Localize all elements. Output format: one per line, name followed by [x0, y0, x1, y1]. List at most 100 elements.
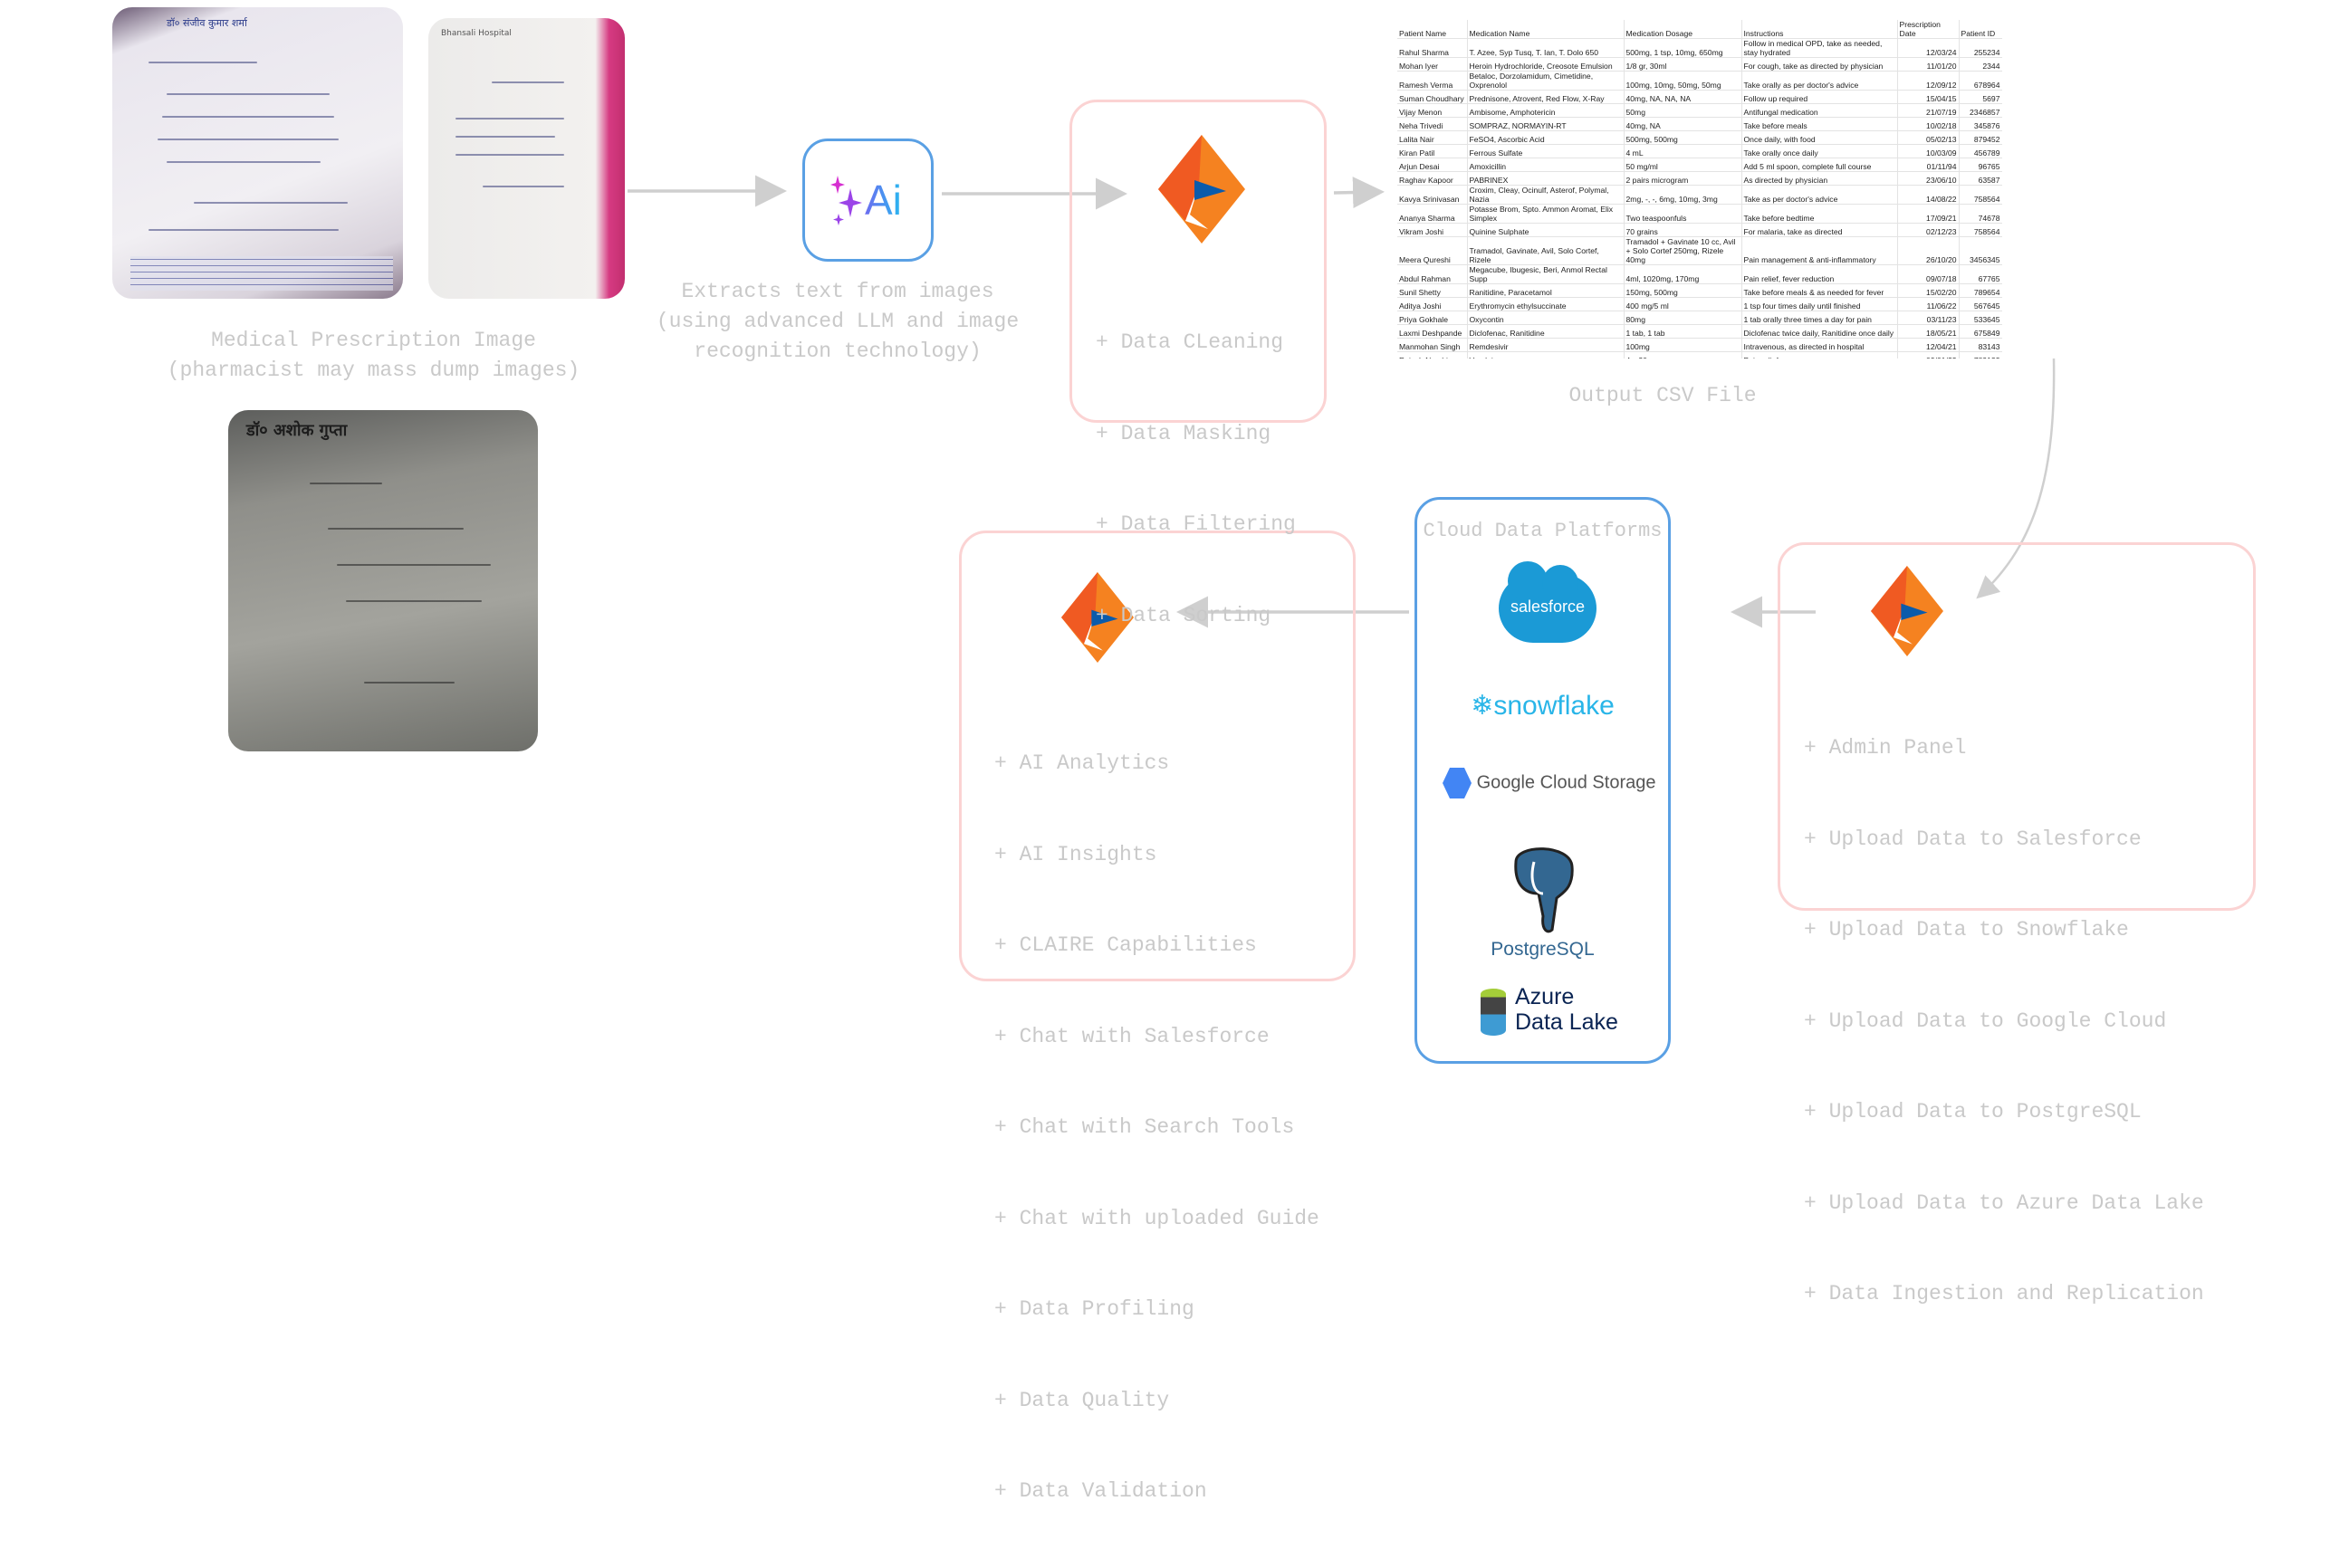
- csv-cell: 02/12/23: [1897, 223, 1960, 237]
- csv-cell: For malaria, take as directed: [1741, 223, 1898, 237]
- csv-cell: Ferrous Sulfate: [1467, 144, 1625, 158]
- csv-cell: Quinine Sulphate: [1467, 223, 1625, 237]
- analytics-item: + Chat with Search Tools: [994, 1115, 1295, 1139]
- csv-cell: Pain relief: [1741, 351, 1898, 359]
- csv-output-table: Patient Name Medication Name Medication …: [1397, 20, 2002, 359]
- csv-cell: 3456345: [1959, 236, 2002, 265]
- csv-cell: 18/05/21: [1897, 324, 1960, 339]
- postgresql-logo: PostgreSQL: [1417, 844, 1668, 961]
- csv-cell: 80mg: [1624, 311, 1742, 325]
- upload-list: + Admin Panel + Upload Data to Salesforc…: [1804, 673, 2204, 1371]
- analytics-list: + AI Analytics + AI Insights + CLAIRE Ca…: [994, 688, 1319, 1568]
- csv-cell: 12/03/24: [1897, 38, 1960, 58]
- arrow-processing-to-csv: [1333, 177, 1385, 209]
- csv-cell: 1 tab orally three times a day for pain: [1741, 311, 1898, 325]
- csv-cell: 15/04/15: [1897, 90, 1960, 104]
- csv-header: Medication Name: [1467, 20, 1625, 39]
- csv-cell: 2346857: [1959, 103, 2002, 118]
- csv-cell: 2 pairs microgram: [1624, 171, 1742, 186]
- informatica-logo-icon: [1158, 135, 1245, 244]
- csv-cell: Prednisone, Atrovent, Red Flow, X-Ray: [1467, 90, 1625, 104]
- csv-cell: 23/06/10: [1897, 171, 1960, 186]
- csv-cell: T. Azee, Syp Tusq, T. Ian, T. Dolo 650: [1467, 38, 1625, 58]
- csv-cell: 01/11/94: [1897, 158, 1960, 172]
- csv-header: Patient ID: [1959, 20, 2002, 39]
- processing-item: + Data Masking: [1096, 421, 1271, 445]
- prescription-photo-2: Bhansali Hospital: [428, 18, 625, 299]
- csv-cell: Follow up required: [1741, 90, 1898, 104]
- csv-cell: Lalita Nair: [1397, 130, 1468, 145]
- informatica-logo-icon: [1061, 572, 1134, 663]
- csv-cell: 5697: [1959, 90, 2002, 104]
- csv-cell: Oxycontin: [1467, 311, 1625, 325]
- azure-data-lake-logo: Azure Data Lake: [1481, 984, 1644, 1038]
- csv-cell: 4ml, 1020mg, 170mg: [1624, 264, 1742, 284]
- csv-cell: 500mg, 1 tsp, 10mg, 650mg: [1624, 38, 1742, 58]
- data-lake-icon: [1481, 989, 1506, 1036]
- prescription-images-caption: Medical Prescription Image (pharmacist m…: [167, 329, 580, 382]
- photo-header-text: Bhansali Hospital: [441, 29, 512, 38]
- arrow-csv-to-upload: [1976, 358, 2056, 599]
- csv-cell: Take as per doctor's advice: [1741, 185, 1898, 205]
- salesforce-logo: salesforce: [1499, 561, 1596, 643]
- csv-caption: Output CSV File: [1568, 384, 1757, 407]
- csv-cell: 2344: [1959, 57, 2002, 72]
- csv-cell: Tramadol, Gavinate, Avil, Solo Cortef, R…: [1467, 236, 1625, 265]
- csv-cell: 11/06/22: [1897, 297, 1960, 311]
- csv-cell: 09/01/23: [1897, 351, 1960, 359]
- csv-cell: Megacube, Ibugesic, Beri, Anmol Rectal S…: [1467, 264, 1625, 284]
- analytics-item: + Chat with uploaded Guide: [994, 1206, 1319, 1230]
- csv-cell: Voralgin: [1467, 351, 1625, 359]
- csv-cell: 15/02/20: [1897, 283, 1960, 298]
- csv-cell: 789123: [1959, 351, 2002, 359]
- informatica-logo-icon: [1871, 566, 1943, 656]
- csv-cell: 10/03/09: [1897, 144, 1960, 158]
- csv-cell: Meera Qureshi: [1397, 236, 1468, 265]
- csv-cell: Diclofenac twice daily, Ranitidine once …: [1741, 324, 1898, 339]
- upload-item: + Data Ingestion and Replication: [1804, 1282, 2204, 1305]
- csv-cell: 879452: [1959, 130, 2002, 145]
- csv-cell: 4 mL: [1624, 144, 1742, 158]
- csv-cell: 50mg: [1624, 103, 1742, 118]
- processing-item: + Data Sorting: [1096, 603, 1271, 627]
- csv-cell: 21/07/19: [1897, 103, 1960, 118]
- cloud-platforms-box: Cloud Data Platforms salesforce ❄snowfla…: [1414, 497, 1671, 1064]
- csv-cell: 96765: [1959, 158, 2002, 172]
- csv-cell: For cough, take as directed by physician: [1741, 57, 1898, 72]
- ai-extraction-node: Ai: [802, 139, 934, 262]
- upload-item: + Upload Data to Snowflake: [1804, 918, 2129, 942]
- elephant-icon: [1513, 847, 1574, 933]
- csv-cell: Neha Trivedi: [1397, 117, 1468, 131]
- csv-cell: 40mg, NA, NA, NA: [1624, 90, 1742, 104]
- csv-cell: Once daily, with food: [1741, 130, 1898, 145]
- csv-cell: 70 grains: [1624, 223, 1742, 237]
- csv-cell: Heroin Hydrochloride, Creosote Emulsion: [1467, 57, 1625, 72]
- analytics-item: + Data Validation: [994, 1479, 1207, 1503]
- analytics-item: + AI Insights: [994, 842, 1157, 866]
- csv-header: Prescription Date: [1897, 20, 1960, 39]
- ai-step-caption: Extracts text from images (using advance…: [656, 280, 1020, 363]
- csv-cell: 03/11/23: [1897, 311, 1960, 325]
- upload-item: + Upload Data to Google Cloud: [1804, 1009, 2167, 1033]
- csv-cell: Take orally as per doctor's advice: [1741, 71, 1898, 91]
- csv-row: Rajesh NambiarVoralgin4 x 20mgPain relie…: [1397, 351, 2002, 359]
- csv-header: Instructions: [1741, 20, 1898, 39]
- csv-cell: 17/09/21: [1897, 204, 1960, 224]
- flow-arrows: [628, 175, 2056, 628]
- upload-item: + Upload Data to PostgreSQL: [1804, 1100, 2142, 1123]
- analytics-item: + AI Analytics: [994, 751, 1170, 775]
- photo-header-text: डॉ० संजीव कुमार शर्मा: [167, 17, 247, 29]
- csv-cell: 678964: [1959, 71, 2002, 91]
- cloud-platforms-title: Cloud Data Platforms: [1423, 520, 1663, 542]
- csv-cell: 05/02/13: [1897, 130, 1960, 145]
- csv-cell: Priya Gokhale: [1397, 311, 1468, 325]
- csv-cell: Laxmi Deshpande: [1397, 324, 1468, 339]
- csv-cell: Ananya Sharma: [1397, 204, 1468, 224]
